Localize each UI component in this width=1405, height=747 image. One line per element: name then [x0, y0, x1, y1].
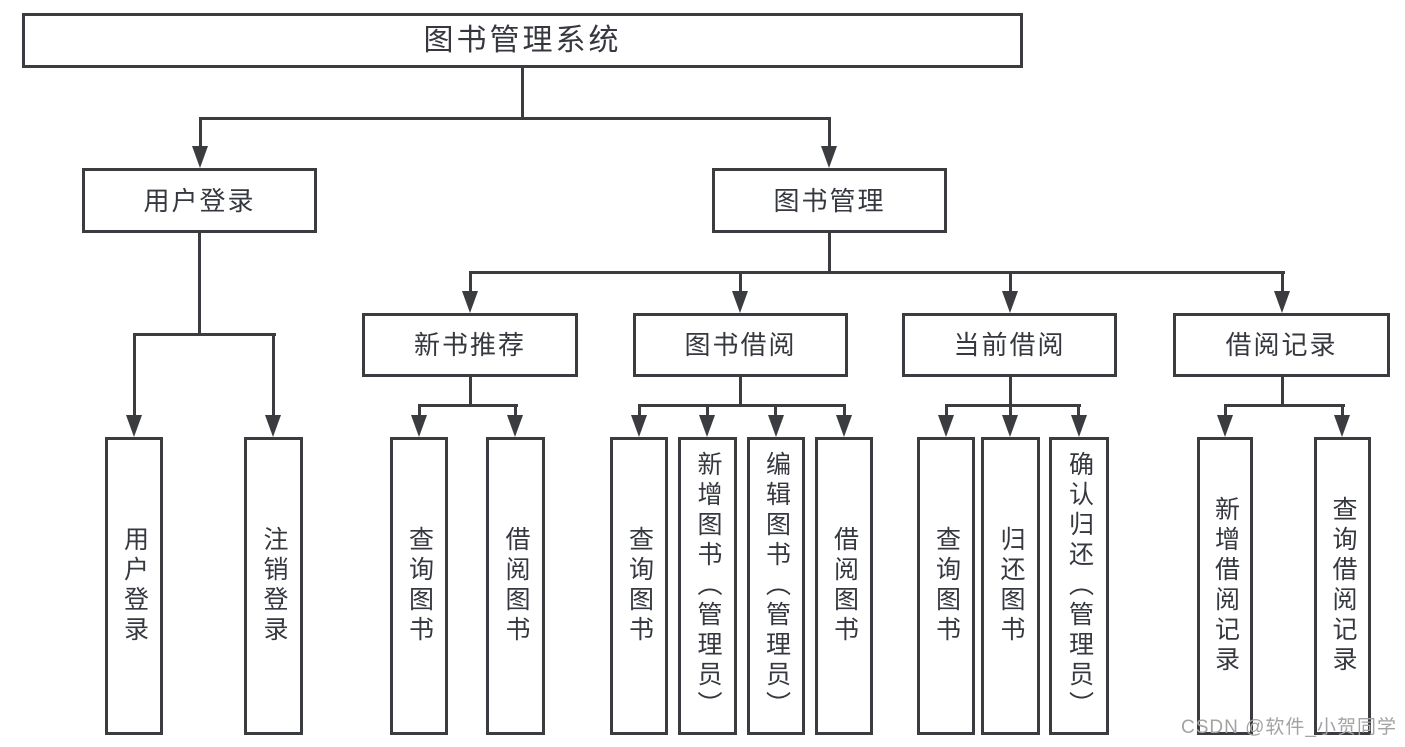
connector-to-leaf-query-book-1-stem	[418, 404, 421, 419]
connector-book-mgmt-span	[469, 271, 1285, 274]
connector-current-borrow-span	[945, 404, 1081, 407]
connector-user-login-span	[133, 333, 276, 336]
node-borrow-records: 借阅记录	[1173, 313, 1390, 377]
connector-current-borrow-stem	[1009, 377, 1012, 407]
arrow-to-book-borrow	[732, 291, 748, 313]
connector-to-leaf-user-login-stem	[133, 333, 136, 419]
arrow-to-leaf-add-record	[1217, 415, 1233, 437]
node-leaf-add-book: 新增图书（管理员）	[678, 437, 737, 735]
connector-new-book-rec-stem	[469, 377, 472, 407]
arrow-to-new-book-rec	[462, 291, 478, 313]
node-new-book-rec: 新书推荐	[362, 313, 578, 377]
connector-to-leaf-confirm-return-stem	[1077, 404, 1080, 419]
arrow-to-leaf-edit-book	[768, 415, 784, 437]
node-leaf-borrow-book-1: 借阅图书	[486, 437, 545, 735]
connector-to-leaf-add-book-stem	[706, 404, 709, 419]
arrow-to-borrow-records	[1274, 291, 1290, 313]
node-current-borrow: 当前借阅	[902, 313, 1117, 377]
arrow-to-leaf-query-record	[1334, 415, 1350, 437]
node-leaf-add-record: 新增借阅记录	[1197, 437, 1253, 735]
connector-to-leaf-return-book-stem	[1009, 404, 1012, 419]
connector-root-to-user-login-stem	[199, 117, 202, 150]
arrow-to-leaf-borrow-book-1	[507, 415, 523, 437]
node-leaf-user-login: 用户登录	[105, 437, 163, 735]
connector-to-leaf-add-record-stem	[1224, 404, 1227, 419]
connector-to-current-borrow-stem	[1009, 271, 1012, 295]
arrow-to-book-mgmt	[821, 146, 837, 168]
connector-user-login-stem	[198, 233, 201, 335]
arrow-to-user-login	[192, 146, 208, 168]
connector-borrow-records-span	[1224, 404, 1345, 407]
connector-to-borrow-records-stem	[1281, 271, 1284, 295]
node-root: 图书管理系统	[22, 13, 1023, 68]
arrow-to-leaf-add-book	[699, 415, 715, 437]
connector-root-span	[199, 117, 831, 120]
node-book-borrow: 图书借阅	[633, 313, 848, 377]
node-leaf-query-book-3: 查询图书	[917, 437, 975, 735]
node-leaf-return-book: 归还图书	[981, 437, 1040, 735]
node-leaf-confirm-return: 确认归还（管理员）	[1049, 437, 1109, 735]
connector-root-to-book-mgmt-stem	[828, 117, 831, 150]
arrow-to-leaf-logout	[265, 415, 281, 437]
node-leaf-query-record: 查询借阅记录	[1314, 437, 1371, 735]
connector-to-book-borrow-stem	[739, 271, 742, 295]
node-leaf-edit-book: 编辑图书（管理员）	[747, 437, 805, 735]
node-leaf-query-book-2: 查询图书	[610, 437, 668, 735]
connector-book-borrow-span	[638, 404, 846, 407]
connector-to-leaf-query-book-3-stem	[945, 404, 948, 419]
connector-to-new-book-rec-stem	[469, 271, 472, 295]
csdn-watermark: CSDN @软件_小贺同学	[1181, 717, 1397, 738]
connector-to-leaf-borrow-book-2-stem	[843, 404, 846, 419]
connector-root-stem	[521, 68, 524, 118]
connector-to-leaf-logout-stem	[272, 333, 275, 419]
connector-new-book-rec-span	[418, 404, 518, 407]
connector-book-borrow-stem	[739, 377, 742, 407]
connector-to-leaf-borrow-book-1-stem	[514, 404, 517, 419]
arrow-to-current-borrow	[1002, 291, 1018, 313]
arrow-to-leaf-user-login	[126, 415, 142, 437]
node-book-mgmt: 图书管理	[712, 168, 947, 233]
node-leaf-query-book-1: 查询图书	[390, 437, 448, 735]
node-leaf-logout: 注销登录	[244, 437, 303, 735]
arrow-to-leaf-borrow-book-2	[836, 415, 852, 437]
arrow-to-leaf-query-book-3	[938, 415, 954, 437]
connector-to-leaf-edit-book-stem	[774, 404, 777, 419]
connector-to-leaf-query-book-2-stem	[638, 404, 641, 419]
arrow-to-leaf-query-book-1	[411, 415, 427, 437]
node-leaf-borrow-book-2: 借阅图书	[815, 437, 873, 735]
connector-book-mgmt-stem	[828, 233, 831, 273]
arrow-to-leaf-return-book	[1002, 415, 1018, 437]
node-user-login: 用户登录	[82, 168, 317, 233]
arrow-to-leaf-confirm-return	[1071, 415, 1087, 437]
connector-borrow-records-stem	[1281, 377, 1284, 407]
connector-to-leaf-query-record-stem	[1341, 404, 1344, 419]
arrow-to-leaf-query-book-2	[631, 415, 647, 437]
